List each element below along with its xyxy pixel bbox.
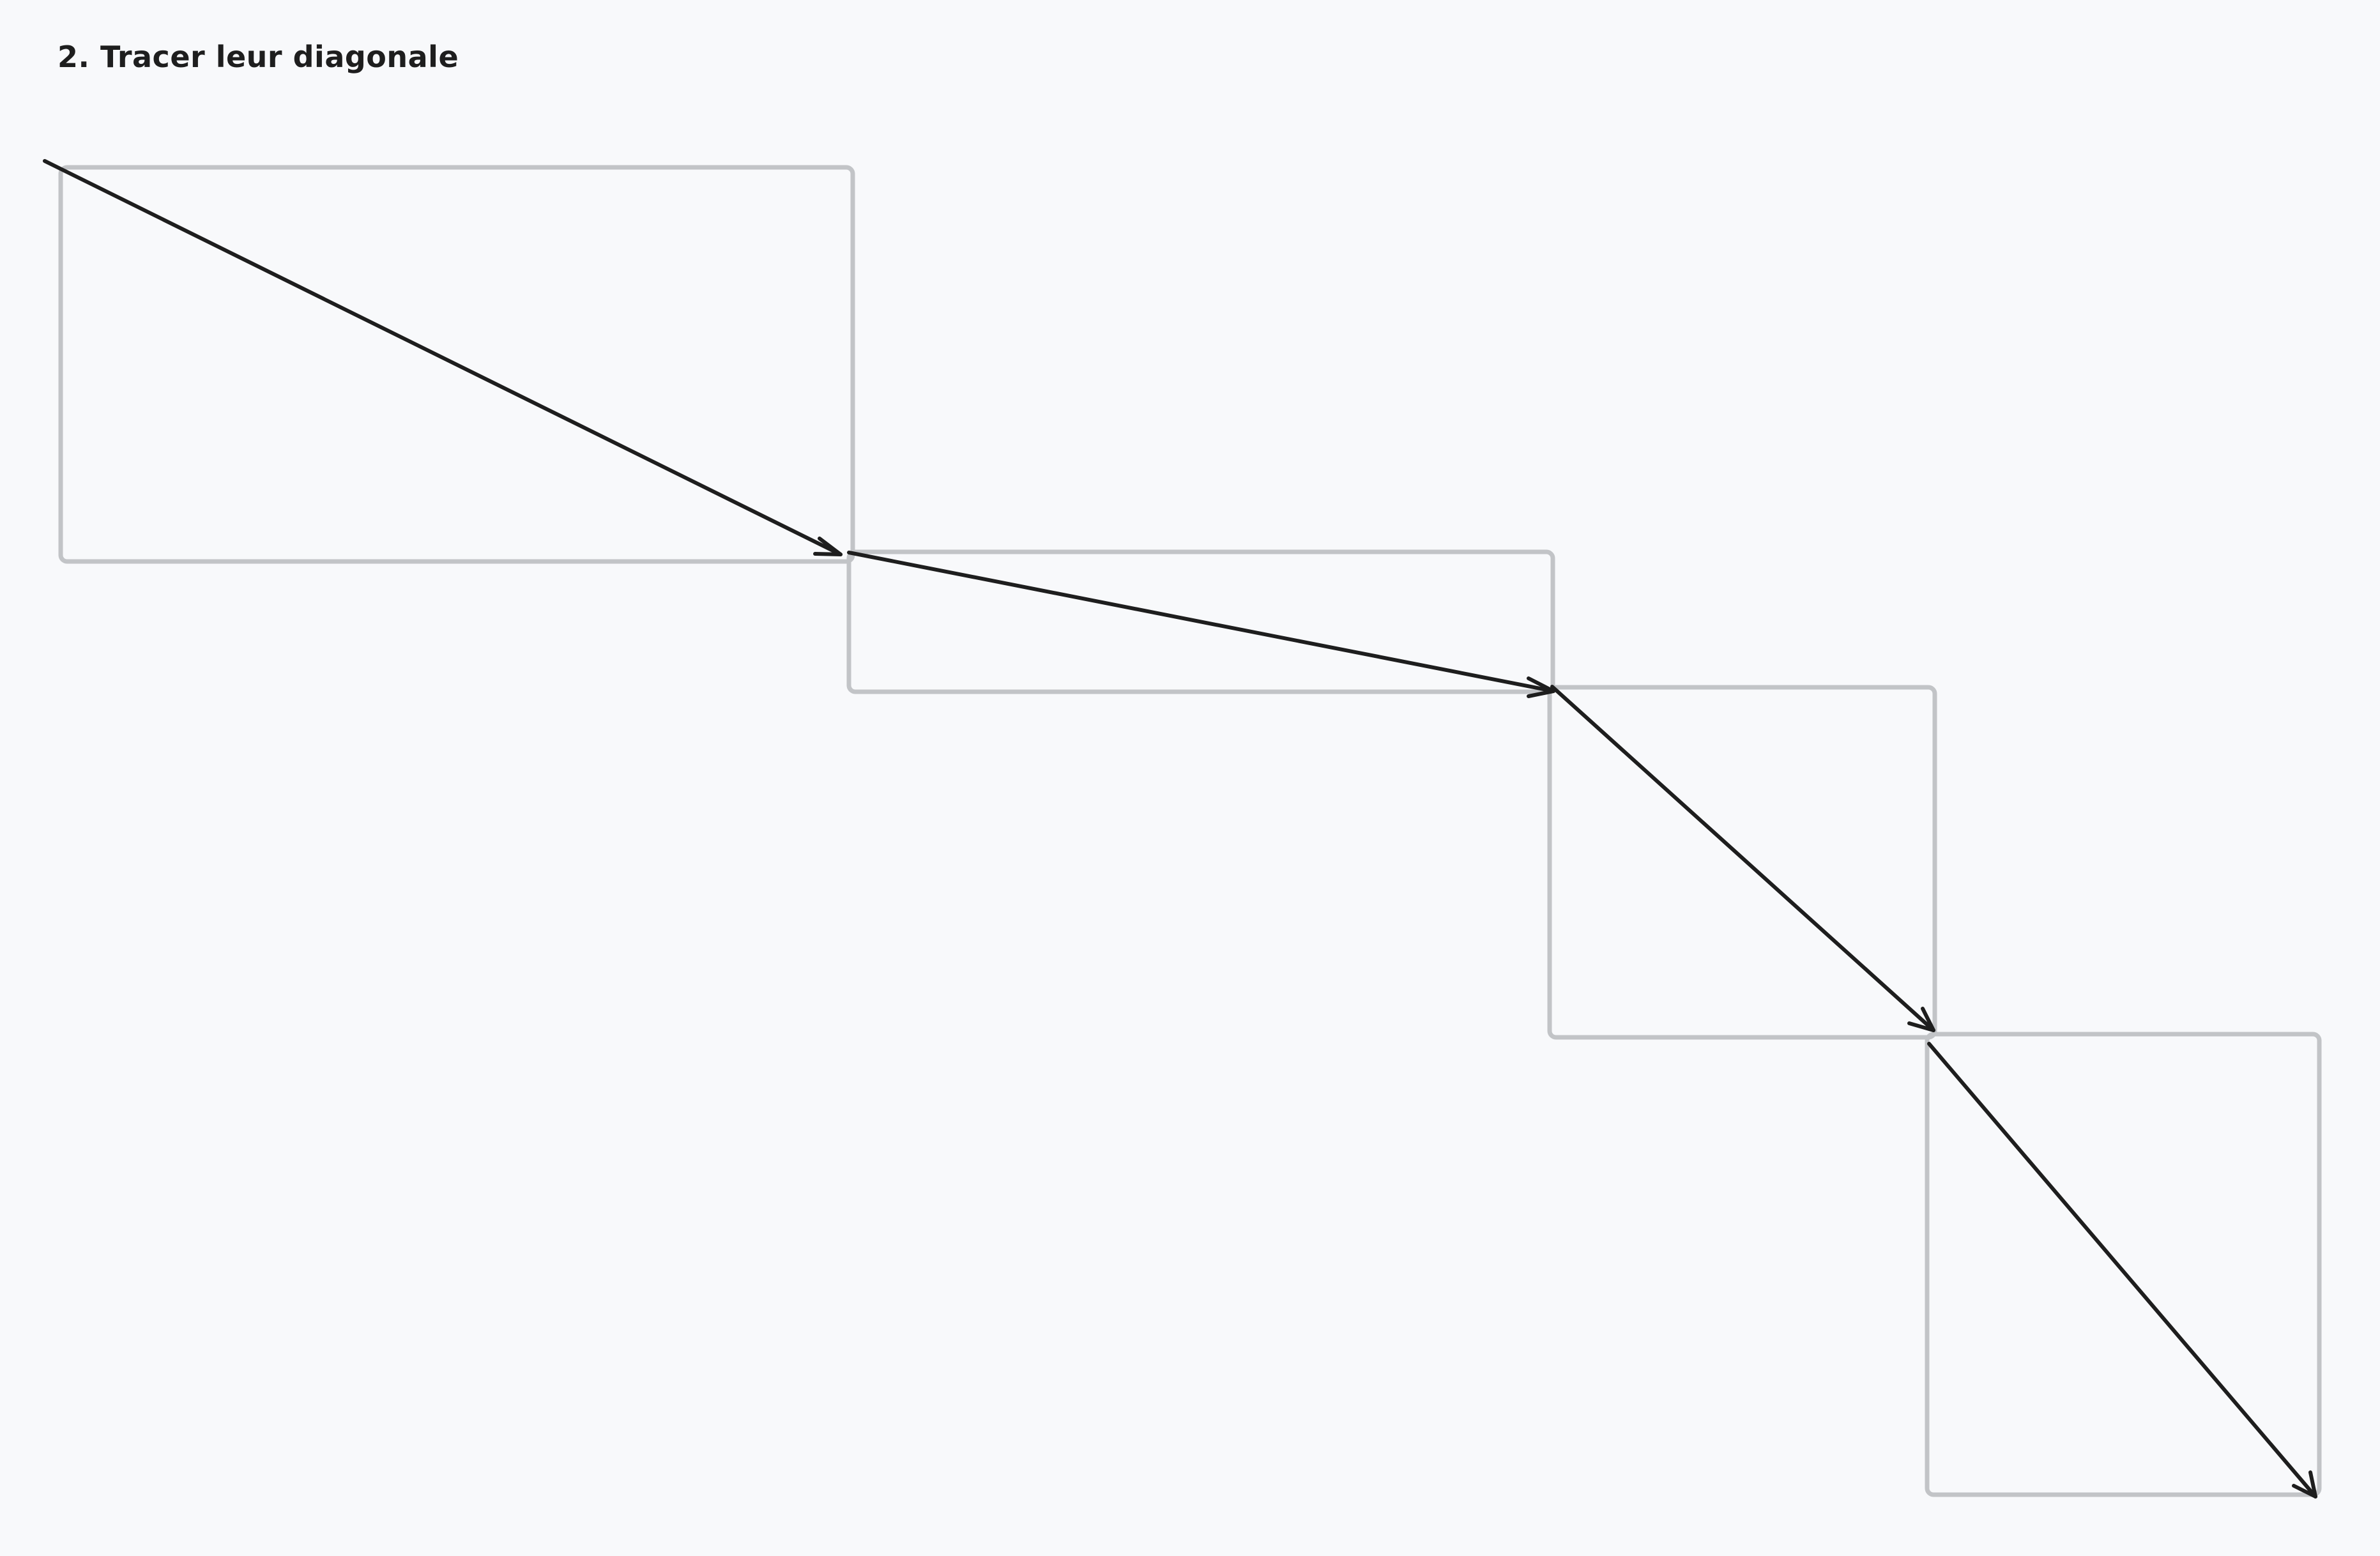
rectangle-2[interactable]: [846, 549, 1555, 694]
rectangle-4[interactable]: [1925, 1032, 2322, 1497]
step-caption: 2. Tracer leur diagonale: [57, 40, 459, 74]
rectangle-3[interactable]: [1547, 685, 1937, 1040]
diagonal-arrow-2[interactable]: [847, 551, 1555, 693]
arrowhead-icon: [2292, 1470, 2317, 1499]
diagonal-arrow-1[interactable]: [43, 159, 843, 556]
arrowhead-icon: [1907, 1007, 1935, 1032]
diagonal-arrow-3[interactable]: [1550, 685, 1935, 1032]
rectangle-1[interactable]: [58, 165, 855, 564]
arrowhead-icon: [813, 537, 843, 556]
arrowhead-icon: [1527, 676, 1555, 698]
diagonal-arrow-4[interactable]: [1927, 1042, 2317, 1499]
